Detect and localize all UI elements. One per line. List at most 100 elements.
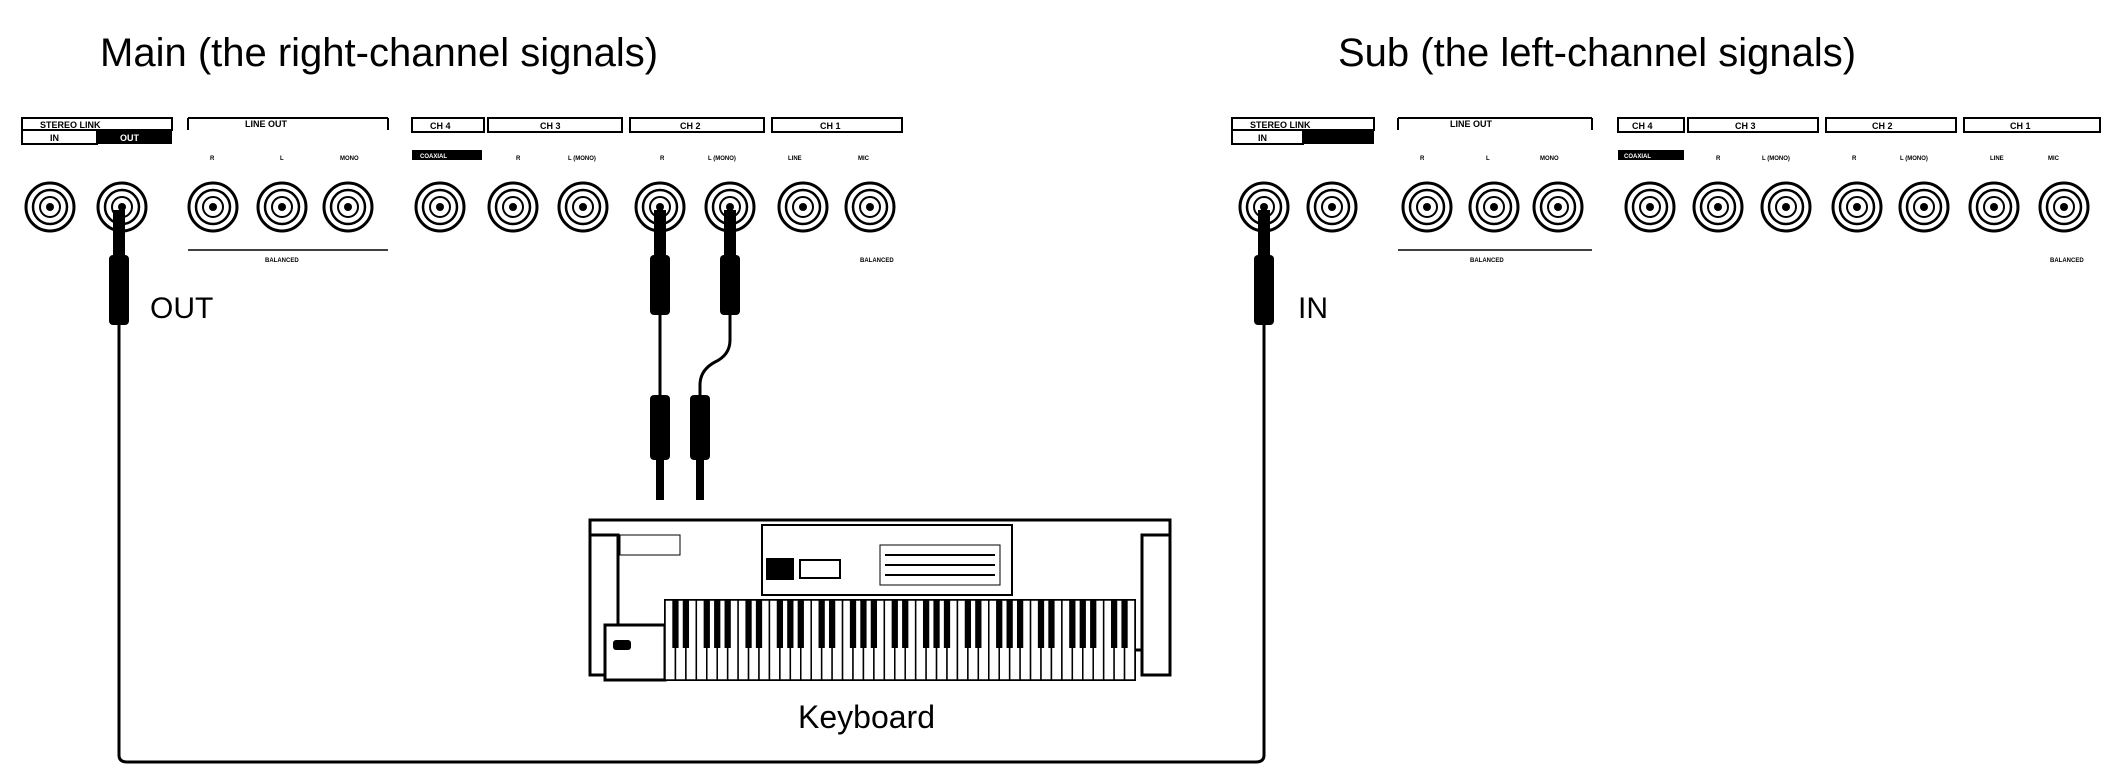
main-out-label: OUT [150, 292, 213, 325]
ch2-cables [650, 210, 740, 500]
black-key [943, 600, 951, 648]
jack-ch4-coaxial [414, 181, 466, 233]
black-key [1090, 600, 1097, 648]
black-key [818, 600, 825, 648]
jack-stereo-in [24, 181, 76, 233]
sub-ch3-jack-l: L (MONO) [1762, 156, 1790, 162]
sub-jack-ch1-line [1968, 181, 2020, 233]
sub-ch3-label: CH 3 [1735, 121, 1756, 131]
sub-line-out-jack-l: L [1486, 156, 1490, 162]
ch4-label: CH 4 [430, 121, 451, 131]
black-key [745, 600, 752, 648]
ch2-jack-r: R [660, 156, 665, 162]
jack-line-out-mono [322, 181, 374, 233]
ch3-jack-l: L (MONO) [568, 156, 596, 162]
jack-ch3-l [557, 181, 609, 233]
sub-ch2-jack-l: L (MONO) [1900, 156, 1928, 162]
black-key [849, 600, 857, 648]
ch4-header [411, 117, 485, 133]
ch1-label: CH 1 [820, 121, 841, 131]
stereo-link-out-label: OUT [120, 133, 140, 143]
ch1-header [771, 117, 903, 133]
sub-jack-ch3-r [1692, 181, 1744, 233]
black-key [1016, 600, 1024, 648]
stereo-link-out-box [97, 130, 172, 144]
keyboard-display [799, 559, 841, 579]
sub-line-out-jack-mono: MONO [1540, 156, 1559, 162]
sub-in-cable [1254, 210, 1274, 755]
black-key [1006, 600, 1013, 648]
line-out-jack-l: L [280, 156, 284, 162]
black-key [870, 600, 878, 648]
stereo-link-in-label: IN [50, 133, 59, 143]
ch1-jack-mic: MIC [858, 156, 870, 162]
black-key [714, 600, 721, 648]
line-out-jack-r: R [210, 156, 215, 162]
jack-line-out-l [256, 181, 308, 233]
sub-in-label: IN [1298, 292, 1328, 325]
black-key [682, 600, 690, 648]
sub-line-out-label: LINE OUT [1450, 119, 1493, 129]
line-out-balanced: BALANCED [265, 258, 299, 264]
ch3-jack-r: R [516, 156, 521, 162]
stereo-link-in-box [21, 129, 98, 145]
sub-ch3-jack-r: R [1716, 156, 1721, 162]
ch2-label: CH 2 [680, 121, 701, 131]
black-key [1121, 600, 1128, 648]
black-key [902, 600, 909, 648]
jack-line-out-r [187, 181, 239, 233]
jack-ch1-line [777, 181, 829, 233]
ch1-jack-line: LINE [788, 156, 802, 162]
black-key [703, 600, 710, 648]
keyboard-illustration [588, 518, 1172, 682]
sub-jack-line-out-l [1468, 181, 1520, 233]
black-key [891, 600, 898, 648]
ch3-header [487, 117, 623, 133]
black-key [964, 600, 972, 648]
sub-ch4-jack-coaxial: COAXIAL [1624, 154, 1651, 160]
main-out-cable [109, 210, 1266, 764]
sub-jack-stereo-out [1306, 181, 1358, 233]
black-key [672, 600, 679, 648]
black-key [1037, 600, 1045, 648]
sub-jack-ch2-r [1831, 181, 1883, 233]
black-key [996, 600, 1003, 648]
black-key [755, 600, 763, 648]
sub-jack-line-out-mono [1532, 181, 1584, 233]
sub-line-out-balanced: BALANCED [1470, 258, 1504, 264]
sub-jack-ch4-coaxial [1624, 181, 1676, 233]
sub-ch2-jack-r: R [1852, 156, 1857, 162]
main-rear-panel: STEREO LINK IN OUT LINE OUT R L MONO CH … [21, 117, 903, 264]
ch4-jack-coaxial: COAXIAL [420, 154, 447, 160]
ch2-header [629, 117, 765, 133]
sub-jack-line-out-r [1401, 181, 1453, 233]
sub-jack-ch1-mic [2038, 181, 2090, 233]
sub-jack-ch3-l [1760, 181, 1812, 233]
black-key [975, 600, 982, 648]
sub-title: Sub (the left-channel signals) [1338, 31, 1856, 75]
black-key [828, 600, 836, 648]
black-key [1048, 600, 1055, 648]
stereo-link-label: STEREO LINK [40, 120, 101, 130]
main-title: Main (the right-channel signals) [100, 31, 658, 75]
black-key [933, 600, 940, 648]
keyboard-label: Keyboard [798, 699, 935, 735]
black-key [787, 600, 794, 648]
sub-ch1-jack-line: LINE [1990, 156, 2004, 162]
sub-jack-ch2-l [1898, 181, 1950, 233]
jack-ch1-mic [844, 181, 896, 233]
sub-ch2-label: CH 2 [1872, 121, 1893, 131]
line-out-jack-mono: MONO [340, 156, 359, 162]
ch1-balanced: BALANCED [860, 258, 894, 264]
sub-line-out-jack-r: R [1420, 156, 1425, 162]
black-key [1069, 600, 1076, 648]
black-key [860, 600, 867, 648]
sub-rear-panel: STEREO LINK IN LINE OUT R L MONO CH 4 CH… [1231, 117, 2101, 264]
sub-stereo-link-label: STEREO LINK [1250, 120, 1311, 130]
coaxial-bar [412, 150, 482, 160]
sub-stereo-link-in-label: IN [1258, 133, 1267, 143]
black-key [1110, 600, 1118, 648]
ch2-jack-l: L (MONO) [708, 156, 736, 162]
sub-ch1-balanced: BALANCED [2050, 258, 2084, 264]
ch3-label: CH 3 [540, 121, 561, 131]
